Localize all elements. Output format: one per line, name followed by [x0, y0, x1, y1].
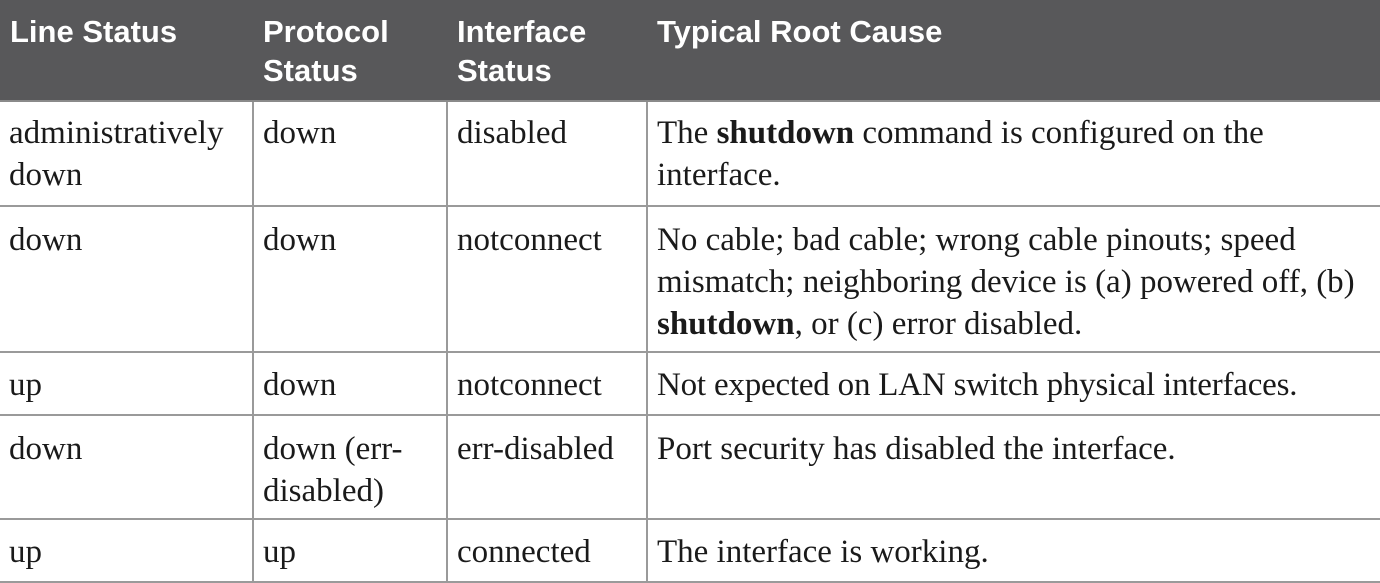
cause-text: Not expected on LAN switch physical inte…: [657, 367, 1298, 403]
table-row: up down notconnect Not expected on LAN s…: [0, 352, 1380, 416]
cell-root-cause: The interface is working.: [646, 519, 1380, 583]
cell-protocol-status: down: [252, 101, 447, 207]
cause-command: shutdown: [716, 115, 855, 151]
cause-text: Port security has disabled the interface…: [657, 431, 1176, 467]
header-line-status: Line Status: [0, 0, 253, 102]
header-protocol-status-line2: Status: [263, 53, 358, 88]
cause-text-rest: command is configured on the interface.: [657, 115, 1264, 193]
cell-line-status: administratively down: [0, 101, 253, 207]
cell-protocol-status: down: [252, 206, 447, 353]
cause-command: shutdown: [657, 306, 795, 342]
cell-interface-status: connected: [446, 519, 647, 583]
cell-protocol-status: down (err-disabled): [252, 415, 447, 520]
table-row: down down notconnect No cable; bad cable…: [0, 206, 1380, 353]
header-line-status-label: Line Status: [10, 14, 178, 49]
cell-root-cause: No cable; bad cable; wrong cable pinouts…: [646, 206, 1380, 353]
cell-root-cause: The shutdown command is configured on th…: [646, 101, 1380, 207]
cell-line-status: up: [0, 519, 253, 583]
header-interface-status-line1: Interface: [457, 14, 587, 49]
cell-interface-status: notconnect: [446, 206, 647, 353]
header-protocol-status-line1: Protocol: [263, 14, 389, 49]
table-row: up up connected The interface is working…: [0, 519, 1380, 583]
cause-text: The: [657, 115, 717, 151]
cause-text: The interface is working.: [657, 534, 989, 570]
table-row: down down (err-disabled) err-disabled Po…: [0, 415, 1380, 520]
header-root-cause: Typical Root Cause: [647, 0, 1380, 102]
cell-protocol-status: down: [252, 352, 447, 416]
cell-interface-status: err-disabled: [446, 415, 647, 520]
cell-root-cause: Port security has disabled the interface…: [646, 415, 1380, 520]
header-root-cause-label: Typical Root Cause: [657, 14, 943, 49]
table-row: administratively down down disabled The …: [0, 101, 1380, 207]
cause-text-rest: , or (c) error disabled.: [794, 306, 1083, 342]
cause-text: No cable; bad cable; wrong cable pinouts…: [657, 222, 1355, 300]
cell-line-status: down: [0, 206, 253, 353]
cell-root-cause: Not expected on LAN switch physical inte…: [646, 352, 1380, 416]
header-interface-status-line2: Status: [457, 53, 552, 88]
cell-protocol-status: up: [252, 519, 447, 583]
cell-line-status: down: [0, 415, 253, 520]
cell-interface-status: disabled: [446, 101, 647, 207]
cell-interface-status: notconnect: [446, 352, 647, 416]
cell-line-status: up: [0, 352, 253, 416]
